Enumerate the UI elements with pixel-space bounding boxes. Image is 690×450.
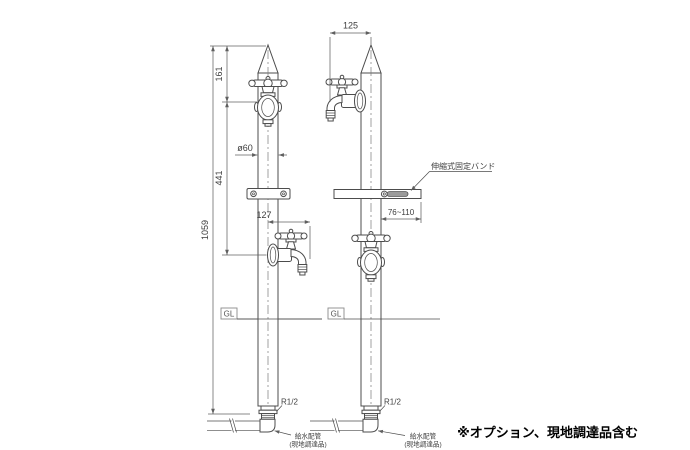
front-view: GL 1059 161 4 (200, 43, 327, 449)
dimensions-front: 1059 161 441 ø60 127 (200, 45, 311, 415)
upper-faucet-side (325, 74, 366, 122)
thread-size-label: R1/2 (384, 398, 401, 407)
dim-top-offset: 125 (343, 21, 358, 31)
pipe-note-leader (377, 429, 406, 436)
dim-band-reach: 76~110 (388, 208, 415, 217)
supply-elbow-front (206, 405, 278, 433)
pipe-note-line2: (現地調達品) (289, 440, 326, 449)
mounting-band-side (333, 189, 422, 199)
mounting-band-front (246, 188, 291, 200)
pipe-note-line1: 給水配管 (410, 432, 437, 441)
gl-label: GL (224, 310, 235, 319)
lower-faucet-front (351, 231, 391, 282)
gl-label-box (327, 307, 345, 320)
thread-leader (379, 405, 386, 412)
side-view: GL 125 76~110 (309, 21, 495, 449)
gl-label-box (220, 307, 238, 320)
pipe-note-line2: (現地調達品) (404, 440, 441, 449)
pipe-note-leader (274, 430, 292, 436)
thread-size-label: R1/2 (281, 398, 298, 407)
dim-faucet-spacing: 441 (214, 170, 224, 185)
option-footnote: ※オプション、現地調達品含む (457, 425, 638, 440)
dim-total-height: 1059 (200, 220, 210, 240)
pipe-note-line1: 給水配管 (295, 432, 322, 441)
gl-label: GL (331, 310, 342, 319)
thread-leader (276, 405, 283, 412)
supply-elbow-side (309, 405, 381, 433)
dimensions-side: 125 76~110 (329, 21, 422, 223)
dim-pipe-diameter: ø60 (237, 143, 253, 153)
band-label: 伸縮式固定バンド (431, 161, 495, 171)
upper-faucet-front (248, 76, 288, 127)
dim-top-to-faucet: 161 (214, 66, 224, 81)
dim-spout-reach: 127 (256, 210, 271, 220)
band-callout: 伸縮式固定バンド (410, 161, 495, 191)
